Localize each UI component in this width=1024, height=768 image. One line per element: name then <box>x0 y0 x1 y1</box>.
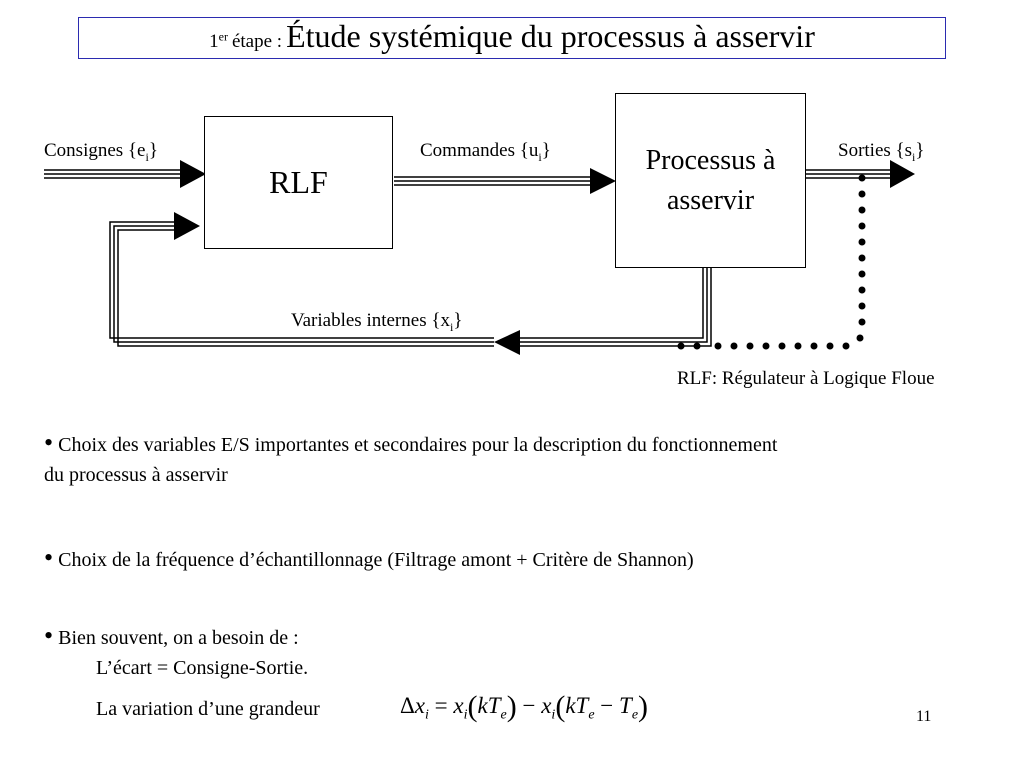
process-block-line2: asservir <box>666 184 755 216</box>
commandes-arrow <box>394 176 592 186</box>
bullet-3: • Bien souvent, on a besoin de : <box>44 621 1004 653</box>
consignes-label: Consignes {ei} <box>44 140 158 164</box>
process-block: Processus à asservir <box>615 93 806 268</box>
rlf-caption: RLF: Régulateur à Logique Floue <box>677 368 935 389</box>
slide-title: 1er étape : Étude systémique du processu… <box>78 17 946 59</box>
output-dotted-feedback <box>677 174 866 350</box>
bullet-3-sub1: L’écart = Consigne-Sortie. <box>96 657 309 679</box>
bullet-2-text: Choix de la fréquence d’échantillonnage … <box>58 549 694 571</box>
commandes-label: Commandes {ui} <box>420 140 551 164</box>
bullet-1-line1: Choix des variables E/S importantes et s… <box>58 434 778 456</box>
title-step-suffix: er <box>218 29 228 44</box>
consignes-arrow <box>44 169 182 179</box>
slide-number: 11 <box>916 708 932 725</box>
rlf-block: RLF <box>204 116 393 249</box>
sorties-arrowhead <box>890 160 915 188</box>
title-step-word: étape : <box>231 31 283 52</box>
bullet-dot: • <box>44 428 54 457</box>
process-block-line1: Processus à <box>645 144 776 176</box>
commandes-arrowhead <box>590 168 616 194</box>
bullet-1-line2: du processus à asservir <box>44 464 228 486</box>
title-main: Étude systémique du processus à asservir <box>286 18 815 54</box>
title-step-number: 1 <box>209 31 219 52</box>
variables-internes-label: Variables internes {xi} <box>291 310 463 334</box>
sorties-arrow <box>806 169 892 179</box>
bullet-1: • Choix des variables E/S importantes et… <box>44 428 1004 490</box>
consignes-arrowhead <box>180 160 206 188</box>
feedback-arrowhead <box>174 212 200 240</box>
internal-variables-arrowhead <box>494 330 520 355</box>
internal-variables-feedback <box>109 221 712 347</box>
variation-formula: Δxi = xi(kTe) − xi(kTe − Te) <box>400 690 649 723</box>
bullet-dot: • <box>44 543 54 572</box>
rlf-block-label: RLF <box>269 164 328 200</box>
bullet-3-text: Bien souvent, on a besoin de : <box>58 627 299 649</box>
sorties-label: Sorties {si} <box>838 140 925 164</box>
bullet-dot: • <box>44 621 54 650</box>
bullet-2: • Choix de la fréquence d’échantillonnag… <box>44 543 1004 575</box>
bullet-3-sub2: La variation d’une grandeur <box>96 698 320 720</box>
